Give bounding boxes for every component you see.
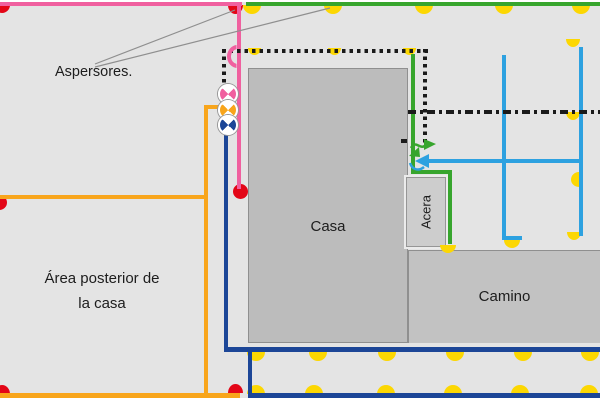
green-pipe-jog [411,170,452,174]
sidewalk-label: Acera [418,195,434,229]
sprinkler-head [309,352,327,361]
orange-pipe-vertical [204,105,208,397]
sprinkler-head-red [233,184,248,199]
junction-tick [401,139,407,143]
house-label: Casa [310,218,346,235]
sprinkler-head [247,352,265,361]
service-dashdot-line [408,110,600,114]
sprinkler-head [571,172,579,187]
sprinkler-head [324,5,342,14]
sprinkler-head [247,385,265,394]
sprinklers-callout-label: Aspersores. [55,64,133,80]
mainline-dotted-left-drop [222,49,226,89]
sprinkler-head [377,385,395,394]
sprinkler-head [444,385,462,394]
sprinkler-head [415,5,433,14]
sprinkler-head [305,385,323,394]
backyard-label-line1: Área posterior de [44,270,160,287]
sprinkler-head [581,352,599,361]
sprinkler-head [572,5,590,14]
sky-pipe-vertical-2 [579,47,583,236]
pink-pipe-vertical [237,2,241,189]
aspersores-pointer-1 [94,9,236,65]
backyard-label: Área posterior de la casa [12,266,192,316]
aspersores-pointer-2 [94,7,331,68]
navy-pipe-bottom [248,393,600,398]
backyard-label-line2: la casa [78,295,126,312]
sprinkler-head [580,385,598,394]
sprinkler-head [511,385,529,394]
house-area: Casa [248,68,408,343]
sprinkler-head [495,5,513,14]
bottom-edge-border [0,398,600,400]
zone-valve-navy [218,115,238,135]
orange-pipe-branch [0,195,206,199]
mainline-dotted-right-drop [423,49,427,147]
sprinkler-head-red [0,195,7,210]
sprinkler-head [566,39,580,47]
sprinkler-head [243,5,261,14]
green-pipe-vertical-2 [448,170,452,244]
callout-pointer-lines [94,7,331,68]
sprinkler-head-red [0,5,10,13]
sprinkler-head [440,245,456,253]
orange-valve-stub [204,105,224,109]
sprinkler-head [446,352,464,361]
green-pipe-top [246,2,600,6]
sprinkler-head [514,352,532,361]
sidewalk-area: Acera [406,177,446,247]
sprinkler-head [504,240,520,248]
navy-pipe-vertical [224,127,228,351]
mainline-dotted-horizontal [222,49,428,53]
sprinkler-head [567,232,581,240]
sprinkler-head [378,352,396,361]
sky-pipe-vertical-1 [502,55,506,240]
sky-pipe-stub [502,236,522,240]
driveway-label: Camino [478,288,531,305]
driveway-area: Camino [408,250,600,343]
sprinkler-head-red [0,385,10,394]
sprinkler-head [566,112,580,120]
navy-pipe-horizontal [224,347,600,352]
pink-pipe-top [0,2,242,6]
top-edge-border [0,0,600,2]
orange-pipe-bottom [0,393,240,398]
sky-pipe-horizontal [424,159,582,163]
sprinkler-head-red [228,384,243,393]
navy-pipe-drop [248,350,252,396]
